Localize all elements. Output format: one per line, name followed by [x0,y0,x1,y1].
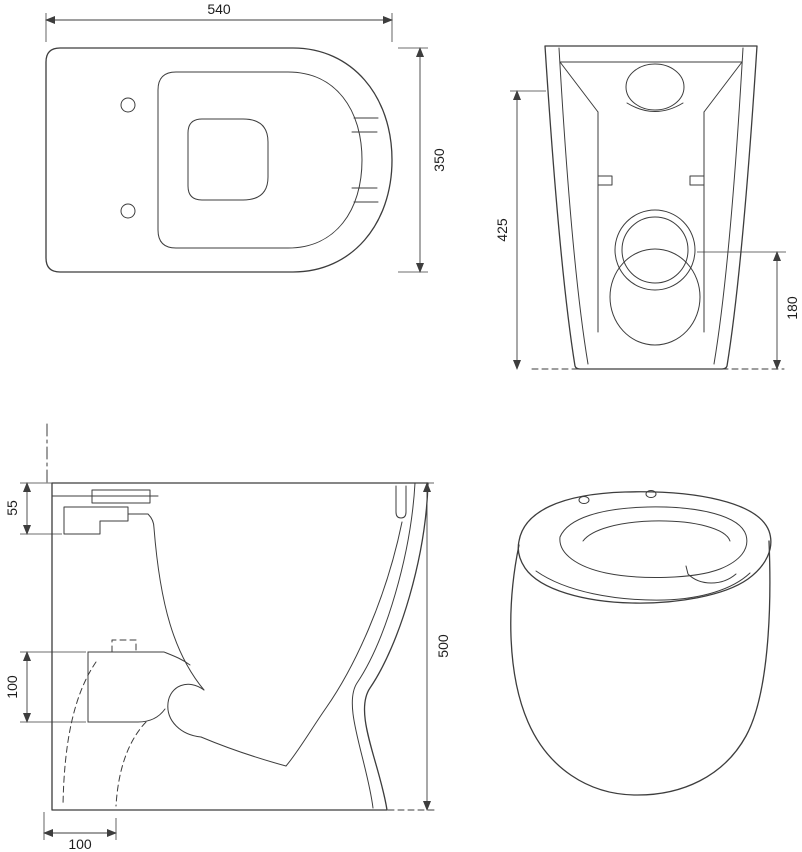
dim-rim-inlet-drop-label: 55 [4,500,20,516]
trap-circle-inner [621,216,689,284]
dim-front-height: 425 [494,90,546,370]
dim-outlet-center-height-label: 180 [784,296,800,320]
sump-bottom [200,736,287,767]
front-outline [544,45,758,370]
flush-inlet-detail [51,489,159,535]
perspective-body [510,540,771,796]
front-tab-left [597,175,613,186]
dim-front-height-label: 425 [494,218,510,242]
dim-outlet-spigot-height: 100 [4,651,86,723]
hinge-damper-lines [351,117,379,203]
front-tab-right [689,175,705,186]
dim-outlet-center-height: 180 [697,251,800,370]
dim-outlet-setout: 100 [43,812,117,852]
perspective-rim-outer [517,491,772,604]
perspective-bowl-waterline [582,520,731,542]
perspective-rim-inner [559,506,748,578]
dim-overall-length-label: 540 [207,1,231,17]
outlet-spigot [87,651,191,723]
front-side-inner-left [558,47,589,365]
inlet-collar-curve [626,102,684,112]
dim-rim-inlet-drop: 55 [4,482,62,535]
seat-opening [187,118,269,201]
top-view-outline [45,47,393,273]
side-section-view: 55 100 500 100 [4,423,451,852]
front-view: 425 180 [494,45,800,370]
side-outline [51,482,429,811]
dim-overall-height-label: 500 [435,634,451,658]
dim-overall-width-label: 350 [431,148,447,172]
front-side-inner-right [713,47,744,365]
perspective-seat-ledge [685,565,737,584]
seat-outer-ring [157,71,363,249]
perspective-fixing-hole-right [645,490,657,498]
perspective-view [510,490,772,796]
perspective-fixing-hole-left [578,496,590,504]
inlet-oval [625,63,685,111]
front-shoulder-right [703,61,743,113]
dim-outlet-setout-label: 100 [68,836,92,852]
hidden-outlet-dashed [62,639,147,807]
bowl-front-inner [285,521,403,767]
trap-hook [167,683,205,738]
front-shoulder-left [559,61,599,113]
perspective-front-lip [535,570,751,601]
fixing-hole-bottom [120,203,136,219]
side-front-wall-inner [351,482,416,809]
dim-overall-width: 350 [398,47,447,273]
rim-channel-slot [395,485,407,519]
dim-overall-height: 500 [423,482,451,811]
dim-overall-length: 540 [45,1,393,42]
dim-outlet-spigot-height-label: 100 [4,675,20,699]
foot-opening [609,248,701,346]
bowl-back-inner [153,527,205,691]
fixing-hole-top [120,97,136,113]
top-view: 540 350 [45,1,447,273]
trap-circle-outer [614,209,696,291]
